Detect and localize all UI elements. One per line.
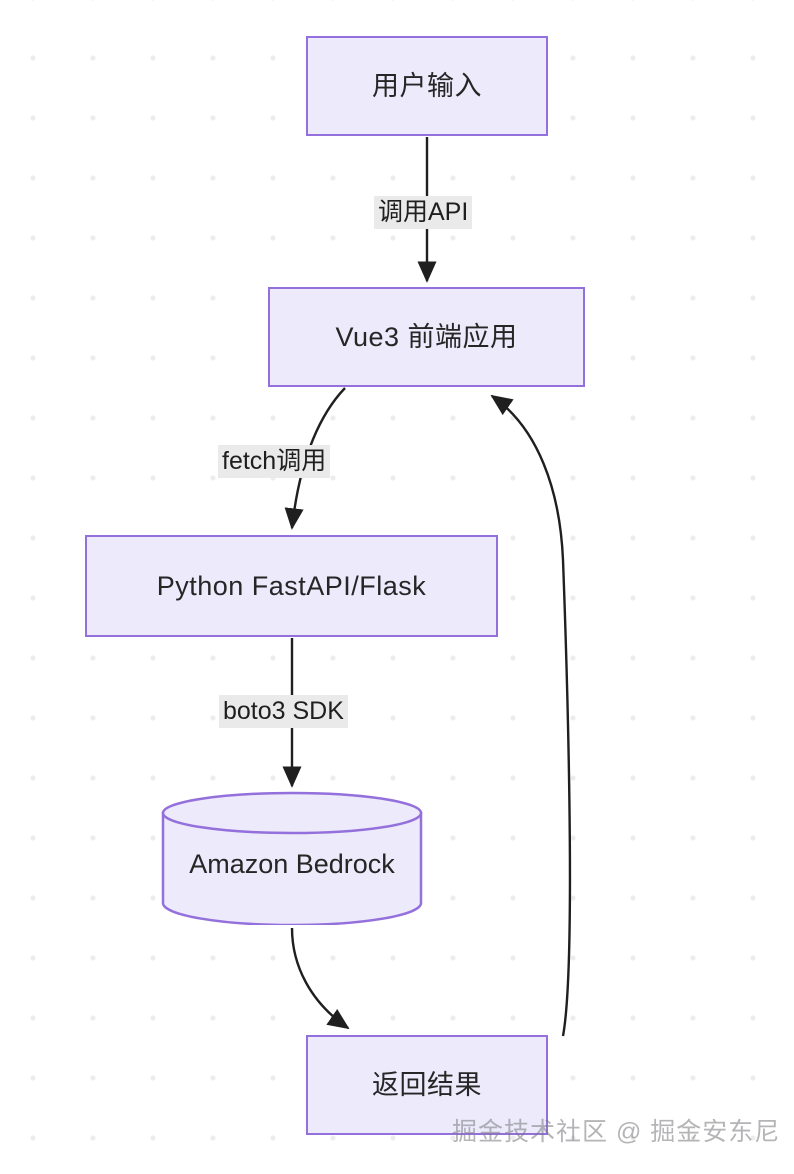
node-user-input-label: 用户输入 bbox=[372, 70, 482, 101]
cylinder-shape bbox=[161, 791, 423, 927]
edge-label-fetch-call: fetch调用 bbox=[218, 445, 331, 478]
node-amazon-bedrock-label: Amazon Bedrock bbox=[189, 848, 395, 879]
node-vue3-frontend[interactable]: Vue3 前端应用 bbox=[268, 287, 585, 387]
edge-vue3-to-python bbox=[284, 387, 346, 530]
node-return-result-label: 返回结果 bbox=[372, 1069, 482, 1100]
edge-label-boto3-sdk: boto3 SDK bbox=[219, 695, 348, 728]
node-return-result[interactable]: 返回结果 bbox=[306, 1035, 548, 1135]
watermark: 掘金技术社区 @ 掘金安东尼 bbox=[452, 1118, 781, 1146]
node-user-input[interactable]: 用户输入 bbox=[306, 36, 548, 136]
edge-return-to-vue3 bbox=[490, 394, 572, 1037]
node-amazon-bedrock[interactable]: Amazon Bedrock bbox=[161, 791, 423, 927]
node-vue3-frontend-label: Vue3 前端应用 bbox=[335, 321, 518, 352]
edge-label-call-api: 调用API bbox=[374, 196, 473, 229]
node-python-backend-label: Python FastAPI/Flask bbox=[156, 570, 427, 601]
edge-bedrock-to-return bbox=[290, 927, 350, 1030]
node-python-backend[interactable]: Python FastAPI/Flask bbox=[85, 535, 498, 637]
